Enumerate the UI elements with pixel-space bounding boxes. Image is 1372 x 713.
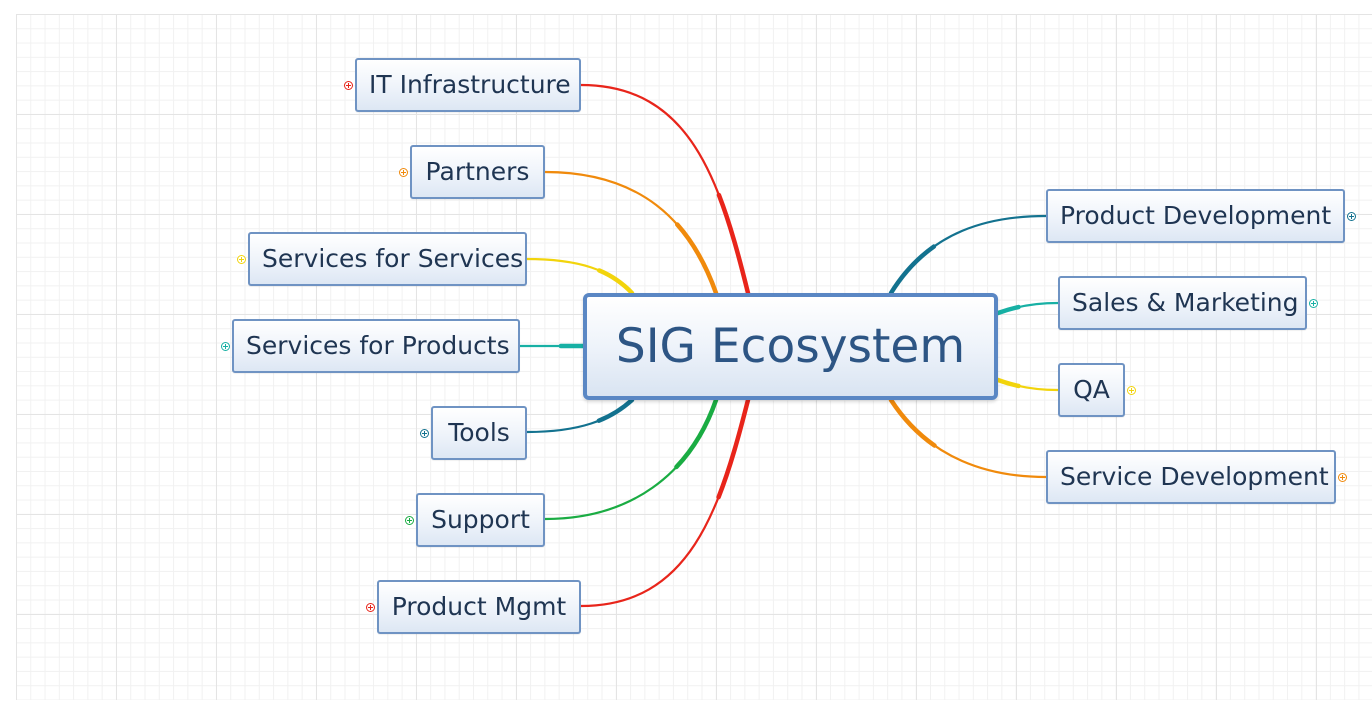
connector-partners (543, 170, 718, 295)
expand-icon-service-development[interactable] (1338, 473, 1347, 482)
topic-qa[interactable]: QA (1058, 363, 1125, 417)
connector-support (543, 398, 718, 521)
expand-icon-sales-marketing[interactable] (1309, 299, 1318, 308)
expand-icon-services-for-services[interactable] (237, 255, 246, 264)
connector-it-infrastructure (579, 83, 750, 295)
expand-icon-it-infrastructure[interactable] (344, 81, 353, 90)
expand-icon-tools[interactable] (420, 429, 429, 438)
connector-it-infrastructure-root (578, 82, 751, 296)
connector-product-development (889, 214, 1048, 295)
connector-services-for-services (524, 257, 634, 295)
connector-product-mgmt (579, 398, 750, 608)
connector-qa (996, 378, 1060, 392)
topic-it-infrastructure[interactable]: IT Infrastructure (355, 58, 581, 112)
expand-icon-services-for-products[interactable] (221, 342, 230, 351)
topic-service-development[interactable]: Service Development (1046, 450, 1336, 504)
expand-icon-qa[interactable] (1127, 386, 1136, 395)
expand-icon-product-mgmt[interactable] (366, 603, 375, 612)
connector-service-development-root (888, 397, 1049, 480)
topic-support[interactable]: Support (416, 493, 545, 547)
topic-sales-marketing[interactable]: Sales & Marketing (1058, 276, 1307, 330)
connector-service-development (889, 398, 1048, 479)
expand-icon-product-development[interactable] (1347, 212, 1356, 221)
topic-services-for-products[interactable]: Services for Products (232, 319, 520, 373)
expand-icon-partners[interactable] (399, 168, 408, 177)
expand-icon-support[interactable] (405, 516, 414, 525)
central-topic[interactable]: SIG Ecosystem (583, 293, 998, 400)
topic-product-mgmt[interactable]: Product Mgmt (377, 580, 581, 634)
topic-partners[interactable]: Partners (410, 145, 545, 199)
topic-product-development[interactable]: Product Development (1046, 189, 1345, 243)
topic-services-for-services[interactable]: Services for Services (248, 232, 527, 286)
topic-tools[interactable]: Tools (431, 406, 527, 460)
connector-sales-marketing (996, 301, 1060, 315)
connector-product-mgmt-root (578, 397, 751, 609)
connector-tools (525, 398, 634, 434)
